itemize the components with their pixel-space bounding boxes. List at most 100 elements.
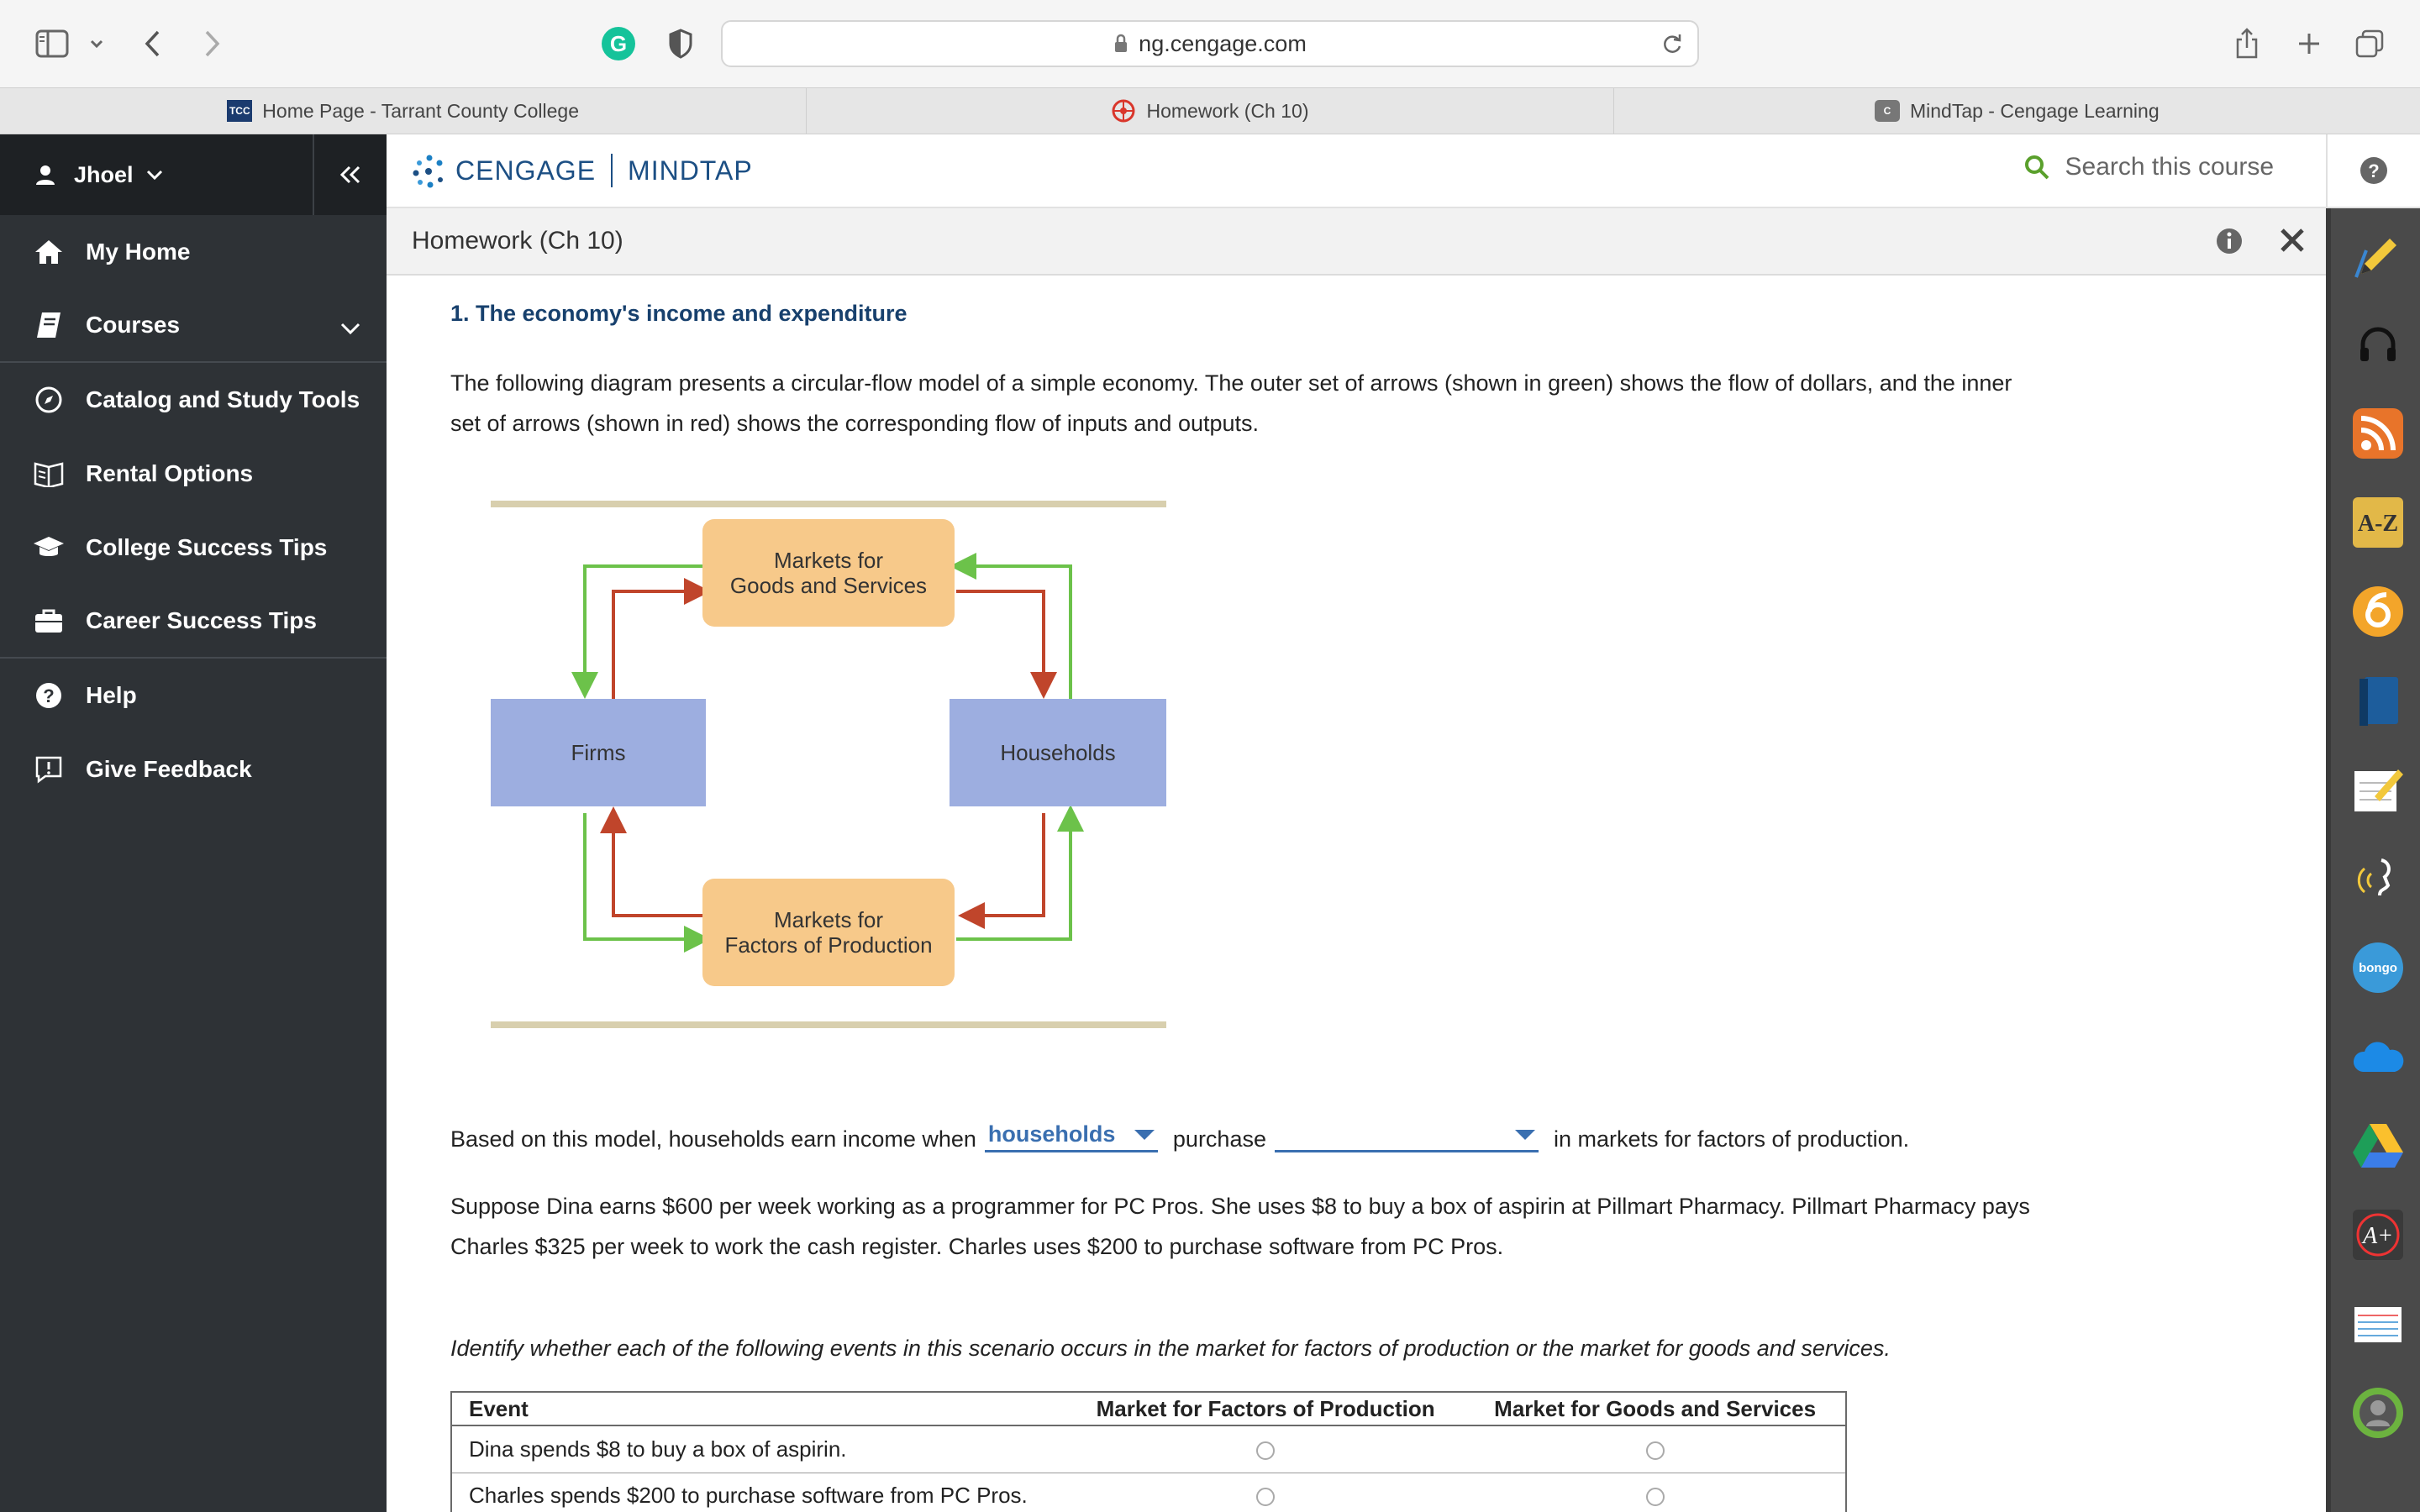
new-tab-icon[interactable] <box>2292 22 2326 66</box>
sidebar-item-label: Career Success Tips <box>86 607 317 633</box>
who-dropdown[interactable]: households <box>984 1119 1158 1152</box>
bongo-icon[interactable]: bongo <box>2349 939 2407 996</box>
table-header-row: Event Market for Factors of Production M… <box>451 1392 1846 1426</box>
book-icon <box>32 308 66 342</box>
tab-label: Home Page - Tarrant County College <box>262 99 580 122</box>
circle-app-icon[interactable] <box>2349 583 2407 640</box>
sidebar-item-label: Catalog and Study Tools <box>86 386 360 412</box>
tab-tarrant-county[interactable]: TCC Home Page - Tarrant County College <box>0 88 808 134</box>
chevron-down-icon <box>1513 1121 1537 1147</box>
google-drive-icon[interactable] <box>2349 1117 2407 1174</box>
goods-radio[interactable] <box>1645 1488 1665 1507</box>
table-row: Dina spends $8 to buy a box of aspirin. <box>451 1425 1846 1473</box>
chevron-down-icon[interactable] <box>339 314 361 341</box>
back-icon[interactable] <box>134 22 171 66</box>
sidebar-item-my-home[interactable]: My Home <box>0 215 387 289</box>
households-box: Households <box>950 699 1166 806</box>
question-content: 1. The economy's income and expenditure … <box>387 276 2326 1512</box>
cengage-mindtap-logo[interactable]: CENGAGE MINDTAP <box>412 153 753 188</box>
factors-radio-cell <box>1066 1425 1465 1473</box>
course-sidebar: Jhoel My Home Courses Catalog and Study … <box>0 134 387 1512</box>
diagram-bottom-rule <box>491 1021 1166 1028</box>
graduation-cap-icon <box>32 531 66 564</box>
svg-text:A-Z: A-Z <box>2358 511 2398 537</box>
app-dock: A-Z bongo A+ <box>2326 208 2420 1512</box>
compass-icon <box>32 383 66 417</box>
lock-icon <box>1113 34 1128 54</box>
column-header-event: Event <box>451 1392 1066 1426</box>
column-header-goods: Market for Goods and Services <box>1465 1392 1846 1426</box>
tab-homework[interactable]: Homework (Ch 10) <box>807 88 1614 134</box>
onedrive-icon[interactable] <box>2349 1028 2407 1085</box>
collapse-sidebar-button[interactable] <box>313 134 387 215</box>
address-bar[interactable]: ng.cengage.com <box>721 20 1699 67</box>
question-intro: The following diagram presents a circula… <box>450 370 2012 436</box>
factors-radio[interactable] <box>1256 1488 1276 1507</box>
share-icon[interactable] <box>2230 22 2264 66</box>
circular-flow-diagram: Markets for Goods and Services Markets f… <box>491 501 1166 1028</box>
event-cell: Dina spends $8 to buy a box of aspirin. <box>451 1425 1066 1473</box>
notes-icon[interactable] <box>2349 761 2407 818</box>
user-menu[interactable]: Jhoel <box>0 134 387 215</box>
help-button[interactable]: ? <box>2326 134 2420 208</box>
factors-production-market-box: Markets for Factors of Production <box>702 879 955 986</box>
svg-text:bongo: bongo <box>2359 961 2397 975</box>
feedback-icon <box>32 753 66 786</box>
pencil-icon[interactable] <box>2349 227 2407 284</box>
info-icon[interactable] <box>2215 227 2244 260</box>
grammarly-icon[interactable]: G <box>602 22 635 66</box>
sentence-after: in markets for factors of production. <box>1553 1126 1910 1152</box>
tab-label: Homework (Ch 10) <box>1146 99 1309 122</box>
flashcards-icon[interactable] <box>2349 1295 2407 1352</box>
product-name: MINDTAP <box>628 155 753 186</box>
svg-text:?: ? <box>43 685 54 706</box>
sidebar-item-catalog[interactable]: Catalog and Study Tools <box>0 363 387 437</box>
sidebar-item-courses[interactable]: Courses <box>0 289 387 363</box>
close-icon[interactable] <box>2277 225 2307 260</box>
headphones-icon[interactable] <box>2349 316 2407 373</box>
cengage-favicon-icon <box>1111 99 1136 123</box>
sidebar-item-career-tips[interactable]: Career Success Tips <box>0 585 387 659</box>
dictionary-az-icon[interactable]: A-Z <box>2349 494 2407 551</box>
goods-radio[interactable] <box>1645 1441 1665 1460</box>
sidebar-item-help[interactable]: ? Help <box>0 659 387 732</box>
what-dropdown[interactable] <box>1274 1119 1539 1152</box>
briefcase-icon <box>32 604 66 638</box>
sidebar-item-label: College Success Tips <box>86 534 328 560</box>
avatar-icon[interactable] <box>2349 1384 2407 1441</box>
goods-radio-cell <box>1465 1473 1846 1512</box>
diagram-top-rule <box>491 501 1166 507</box>
instruction-text: Identify whether each of the following e… <box>450 1336 1891 1361</box>
chevron-down-icon[interactable] <box>84 22 109 66</box>
readspeaker-icon[interactable] <box>2349 850 2407 907</box>
user-icon <box>34 163 57 186</box>
who-dropdown-value: households <box>987 1121 1116 1147</box>
goods-radio-cell <box>1465 1425 1846 1473</box>
forward-icon[interactable] <box>193 22 230 66</box>
sidebar-item-rental[interactable]: Rental Options <box>0 437 387 511</box>
search-icon <box>2023 154 2050 181</box>
notebook-icon[interactable] <box>2349 672 2407 729</box>
sidebar-item-feedback[interactable]: Give Feedback <box>0 732 387 806</box>
aplus-icon[interactable]: A+ <box>2349 1206 2407 1263</box>
sidebar-item-label: Rental Options <box>86 460 254 486</box>
reload-icon[interactable] <box>1660 32 1684 61</box>
tab-mindtap[interactable]: C MindTap - Cengage Learning <box>1614 88 2420 134</box>
sidebar-item-college-tips[interactable]: College Success Tips <box>0 511 387 585</box>
course-search[interactable]: Search this course <box>2023 153 2274 181</box>
tab-overview-icon[interactable] <box>2353 22 2386 66</box>
table-row: Charles spends $200 to purchase software… <box>451 1473 1846 1512</box>
browser-toolbar: G ng.cengage.com <box>0 0 2420 87</box>
factors-radio[interactable] <box>1256 1441 1276 1460</box>
goods-services-market-box: Markets for Goods and Services <box>702 519 955 627</box>
income-sentence: Based on this model, households earn inc… <box>450 1112 1909 1152</box>
mindtap-favicon-icon: C <box>1874 100 1900 122</box>
app-header: CENGAGE MINDTAP Search this course <box>387 134 2326 208</box>
sidebar-toggle-icon[interactable] <box>32 22 72 66</box>
privacy-shield-icon[interactable] <box>664 22 697 66</box>
event-cell: Charles spends $200 to purchase software… <box>451 1473 1066 1512</box>
open-book-icon <box>32 457 66 491</box>
svg-text:A+: A+ <box>2361 1223 2393 1249</box>
question-title: 1. The economy's income and expenditure <box>450 301 908 326</box>
rss-icon[interactable] <box>2349 405 2407 462</box>
